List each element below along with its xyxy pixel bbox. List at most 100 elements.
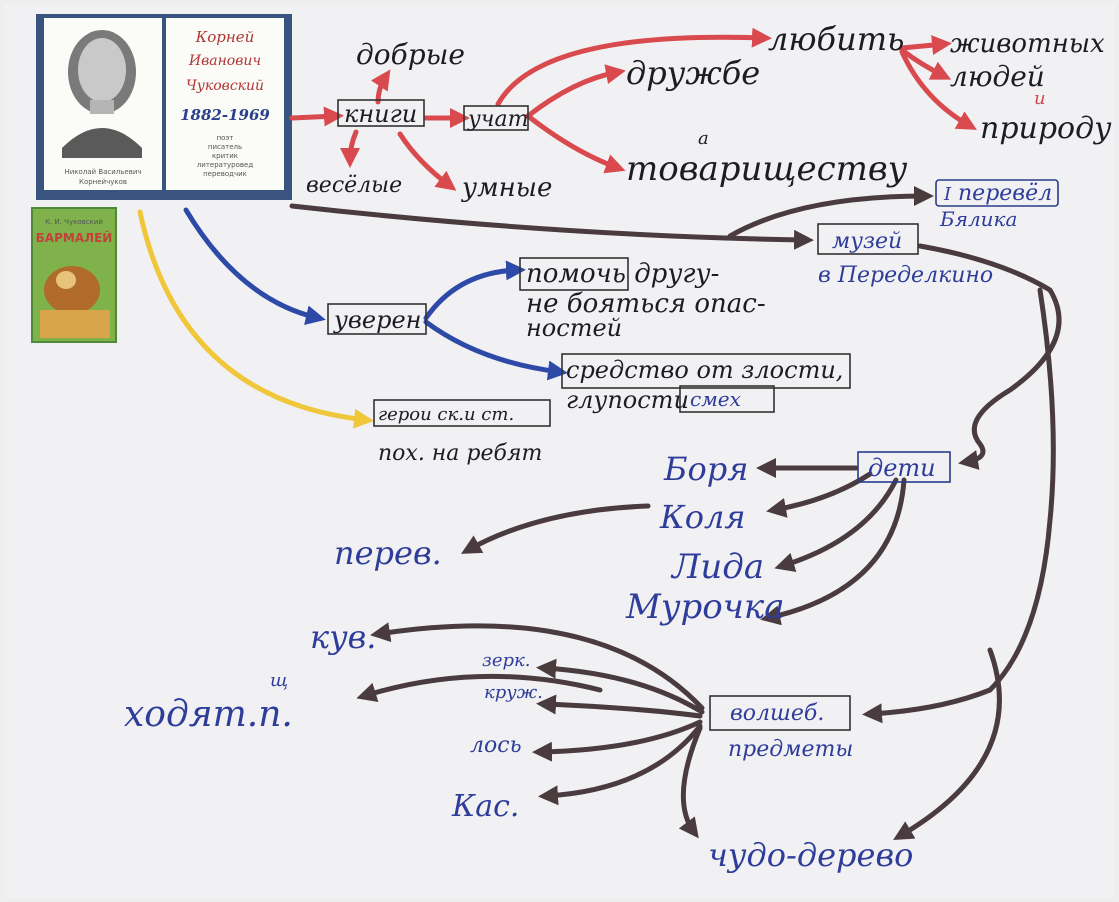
box-muzey [817,223,919,255]
node-geroi: герои ск.и ст. [378,404,514,425]
arrow-uveren-to-sredstvo [423,319,568,381]
box-knigi [337,99,425,127]
labels: добрые книги учат весёлые умные любить ж… [124,20,1112,874]
node-chudo: чудо-дерево [708,836,913,874]
box-uchat [463,105,529,131]
node-umnye: умные [461,173,552,203]
portrait-caption-2: Корнейчуков [79,178,127,186]
book-subtitle-4: литературовед [197,161,254,169]
node-pomoch-3: ностей [526,314,622,342]
arrow-lyubit-to-lyudey [899,47,952,80]
book-subtitle-1: поэт [217,134,234,142]
node-pomoch-1: помочь другу- [526,259,719,289]
node-correction-i: и [1034,88,1046,109]
node-pereviol2: перев. [334,534,442,572]
book-subtitle-2: писатель [208,143,242,151]
portrait-caption-1: Николай Васильевич [64,168,141,176]
node-pomoch-2: не бояться опас- [526,289,766,319]
box-smekh [679,385,775,413]
arrow-to-pereviol [727,186,934,239]
node-zerk: зерк. [482,650,530,671]
node-borya: Боря [663,450,748,488]
node-dobrye: добрые [356,38,465,71]
arrow-right-to-chudo [893,647,1002,841]
arrow-uchat-to-lyubit [495,27,772,107]
node-muzey-2: в Переделкино [818,263,993,288]
arrow-deti-to-lida [774,477,899,573]
arrow-lyubit-to-prirodu [899,49,977,130]
node-correction-a: а [698,128,709,149]
node-uchat: учат [467,107,528,132]
node-sredstvo-1: средство от злости, [566,356,843,384]
node-pereviol: перевёл [958,181,1052,206]
arrow-volsh-to-zerk [536,658,705,715]
box-volsh [709,695,851,731]
box-pomoch [519,257,629,291]
node-kolya: Коля [659,498,746,536]
node-lida: Лида [670,547,764,587]
arrow-volsh-to-los [532,719,703,762]
node-volsh-2: предметы [728,737,853,762]
box-uveren [327,303,427,335]
arrow-book-to-knigi [289,106,344,127]
arrow-book-to-geroi [137,209,374,429]
node-bialik: Бялика [939,207,1017,231]
node-knigi: книги [344,100,417,128]
arrow-deti-to-murochka [760,477,907,626]
book-name-3: Чуковский [186,78,264,94]
box-geroi [373,399,551,427]
node-khodyat-correction: щ [270,670,288,691]
arrow-uchat-to-tovarishchestvu [525,113,626,174]
node-druzhbe: дружбе [626,54,760,92]
node-deti: дети [868,454,936,482]
node-muzey-1: музей [832,229,902,254]
arrow-uveren-to-pomoch [423,260,526,321]
node-veselye: весёлые [306,173,402,198]
book-name-2: Иванович [188,53,261,69]
chukovsky-book-image: Николай Васильевич Корнейчуков Корней Ив… [36,14,292,200]
arrow-uchat-to-druzhbe [525,64,626,119]
barmaley-author: К. И. Чуковский [45,218,103,226]
box-pereviol [935,179,1059,207]
node-tovarishchestvu: товариществу [626,149,908,189]
node-lyubit: любить [768,20,904,58]
node-smekh: смех [690,387,741,411]
arrow-book-to-muzey [289,203,814,250]
barmaley-title: БАРМАЛЕЙ [36,230,113,245]
arrow-volsh-to-kuv [370,622,705,711]
arrow-volsh-to-khodyat [356,673,603,702]
arrow-volsh-to-kruzh [536,694,703,719]
node-zhivotnykh: животных [950,29,1105,59]
node-kruzh: круж. [484,682,543,703]
arrow-knigi-to-umnye [397,131,457,191]
node-prirodu: природу [980,111,1112,146]
book-subtitle-5: переводчик [203,170,247,178]
arrow-deti-to-kolya [766,471,873,518]
node-los: лось [470,733,522,758]
node-uveren: уверен [333,306,421,334]
node-pereviol-mark: I [943,184,952,205]
node-lyudey: людей [950,60,1045,93]
node-geroi-2: пох. на ребят [378,441,542,466]
arrow-volsh-to-chudo [678,725,703,839]
arrow-muzey-to-volsh [862,287,1056,724]
book-years: 1882-1969 [180,106,270,124]
arrow-knigi-to-veselye [340,129,361,168]
node-khodyat: ходят.п. [124,694,293,735]
box-deti [857,451,951,483]
arrow-kolya-to-pereviol [461,503,651,554]
arrow-volsh-to-kas [538,723,703,806]
barmaley-book-image: К. И. Чуковский БАРМАЛЕЙ [31,207,117,343]
book-subtitle-3: критик [212,152,238,160]
node-sredstvo-2: глупости [566,386,689,414]
node-kuv: кув. [310,618,376,656]
node-murochka: Мурочка [625,587,785,627]
arrow-book-to-uveren [183,207,326,326]
boxes [327,99,1059,731]
node-volsh-1: волшеб. [730,701,824,726]
node-kas: Кас. [451,789,519,824]
arrows [137,27,1062,841]
arrow-lyubit-to-zhivotnykh [899,35,952,56]
box-sredstvo [561,353,851,389]
